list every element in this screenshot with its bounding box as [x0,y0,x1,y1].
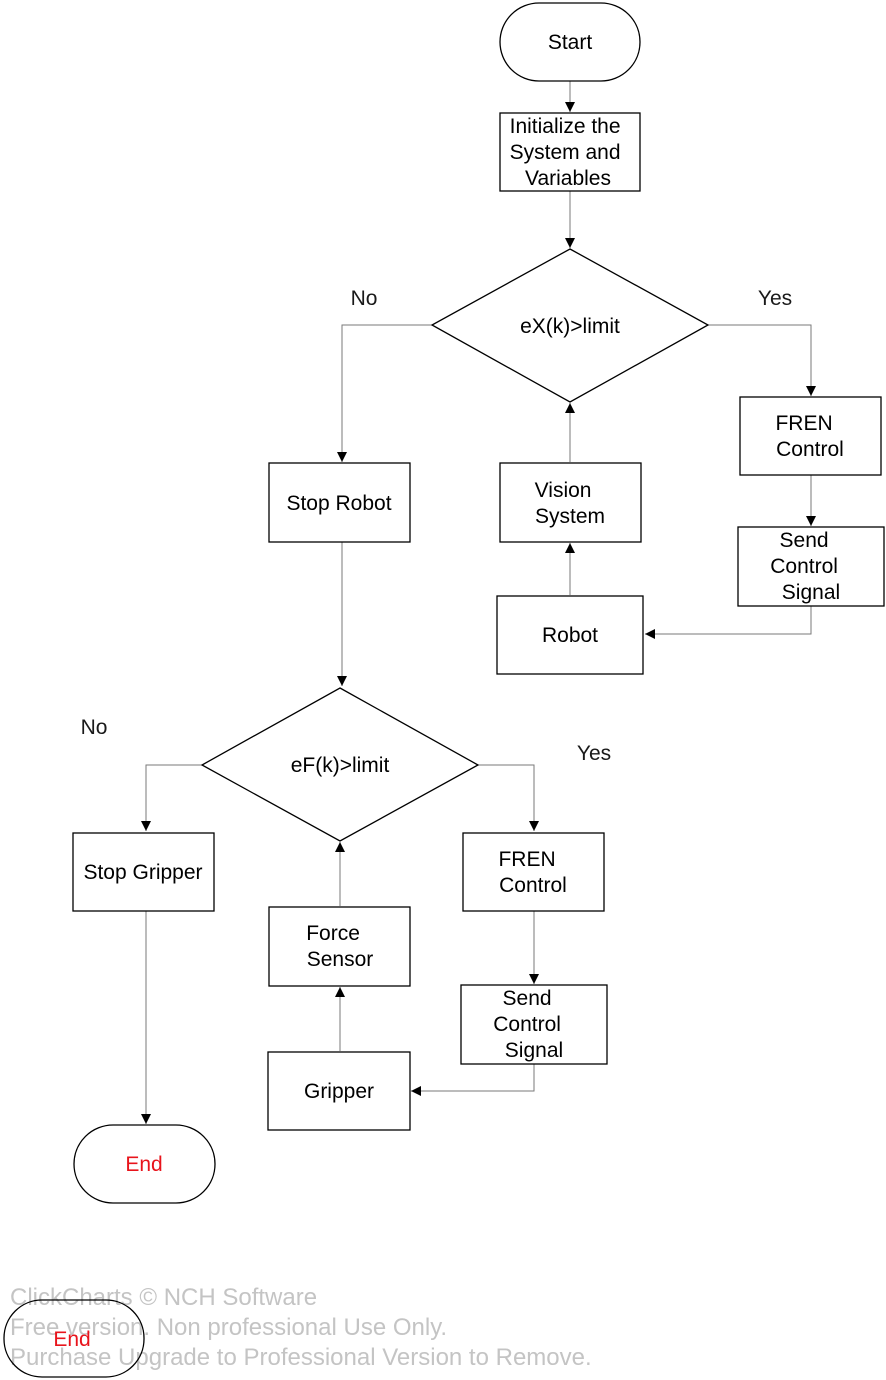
fren-control-1-node: FREN Control [739,396,882,476]
init-text: Initialize the System and Variables [510,115,627,190]
decision-f-text: eF(k)>limit [291,754,390,777]
watermark-line-1: ClickCharts © NCH Software [10,1284,317,1311]
send1-line-1: Send [780,529,829,552]
stop-gripper-text: Stop Gripper [83,861,202,884]
decision-x-no-label: No [351,287,378,310]
fren1-line-1: FREN [775,412,832,435]
decision-f-yes-label: Yes [577,742,611,765]
stop-gripper-node: Stop Gripper [72,832,215,912]
gripper-text: Gripper [304,1080,374,1103]
force-line-1: Force [306,922,360,945]
connector-decision-f-yes [478,764,539,831]
stop-robot-text: Stop Robot [286,492,391,515]
decision-f-node: eF(k)>limit [200,687,480,842]
send2-line-2: Control [493,1013,561,1036]
connector-decision-x-no [337,324,432,462]
gripper-node: Gripper [267,1051,411,1131]
send2-line-3: Signal [505,1039,563,1062]
force-sensor-text: Force Sensor [306,922,373,971]
decision-x-text: eX(k)>limit [520,315,620,338]
force-line-2: Sensor [307,948,374,971]
send-control-1-node: Send Control Signal [737,526,885,607]
decision-x-node: eX(k)>limit [430,248,710,403]
vision-system-node: Vision System [499,462,642,543]
connectors [141,81,816,1124]
init-line-1: Initialize the [510,115,621,138]
end-node: End [73,1124,216,1204]
connector-decision-x-yes [708,324,816,396]
vision-system-text: Vision System [535,479,605,528]
send-control-1-text: Send Control Signal [770,529,844,604]
send-control-2-node: Send Control Signal [460,984,608,1065]
connector-send1-robot [645,606,812,639]
fren-control-2-text: FREN Control [498,848,566,897]
watermark: ClickCharts © NCH Software Free version.… [10,1284,592,1371]
fren-control-1-text: FREN Control [775,412,843,461]
vision-line-2: System [535,505,605,528]
vision-line-1: Vision [535,479,592,502]
connector-decision-f-no [141,764,202,831]
force-sensor-node: Force Sensor [268,906,411,987]
send2-line-1: Send [503,987,552,1010]
start-text: Start [548,31,593,54]
init-line-3: Variables [525,167,611,190]
stop-robot-node: Stop Robot [268,462,411,543]
send1-line-2: Control [770,555,838,578]
watermark-line-3: Purchase Upgrade to Professional Version… [10,1344,592,1371]
decision-x-yes-label: Yes [758,287,792,310]
send1-line-3: Signal [782,581,840,604]
decision-f-no-label: No [81,716,108,739]
fren1-line-2: Control [776,438,844,461]
send-control-2-text: Send Control Signal [493,987,567,1062]
init-node: Initialize the System and Variables [499,112,641,192]
fren2-line-1: FREN [498,848,555,871]
start-node: Start [499,2,641,82]
watermark-line-2: Free version. Non professional Use Only. [10,1314,447,1341]
connector-send2-gripper [411,1064,535,1096]
robot-text: Robot [542,624,598,647]
watermark-end-text: End [53,1328,90,1351]
robot-node: Robot [496,595,644,675]
watermark-end-node: End [3,1299,145,1378]
fren2-line-2: Control [499,874,567,897]
fren-control-2-node: FREN Control [462,832,605,912]
init-line-2: System and [510,141,621,164]
end-text: End [125,1153,162,1176]
